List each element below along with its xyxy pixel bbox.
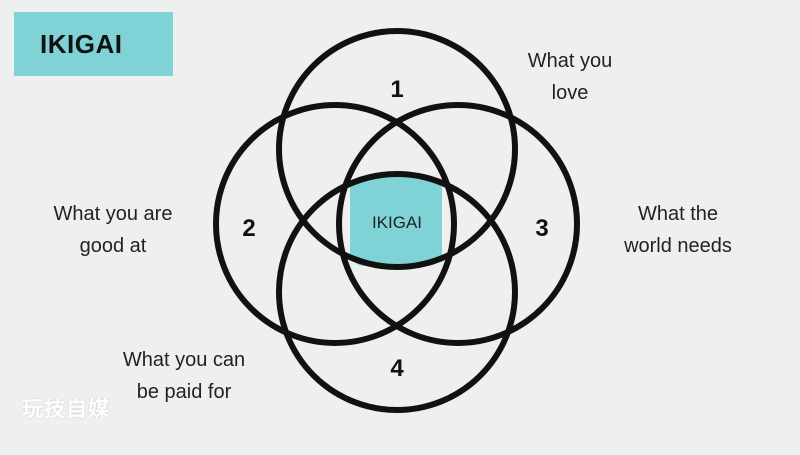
caption-world-needs: What the world needs [606, 198, 750, 262]
circle-1-number: 1 [390, 76, 403, 103]
caption-good-at-line-2: good at [79, 235, 147, 257]
watermark: 玩技自媒 [22, 398, 110, 421]
caption-world-needs-line-1: What the [637, 203, 719, 225]
center-label: IKIGAI [372, 213, 422, 232]
circle-1 [276, 28, 518, 270]
page-title: IKIGAI [40, 28, 123, 59]
circle-3-number: 3 [535, 215, 548, 242]
center-highlight [350, 176, 442, 266]
caption-good-at-line-1: What you are [53, 203, 173, 225]
circle-2 [213, 102, 457, 346]
caption-good-at: What you are good at [34, 198, 192, 262]
circle-2-number: 2 [242, 215, 255, 242]
caption-love: What you love [508, 45, 632, 109]
circle-3 [336, 102, 580, 346]
circle-4-number: 4 [390, 355, 404, 382]
title-box: IKIGAI [14, 12, 173, 76]
caption-love-line-1: What you [527, 50, 613, 72]
caption-paid-for-line-1: What you can [122, 349, 246, 371]
circle-4 [276, 171, 518, 413]
caption-love-line-2: love [551, 82, 589, 104]
caption-paid-for: What you can be paid for [103, 344, 265, 408]
caption-world-needs-line-2: world needs [624, 235, 732, 257]
caption-paid-for-line-2: be paid for [136, 381, 232, 403]
